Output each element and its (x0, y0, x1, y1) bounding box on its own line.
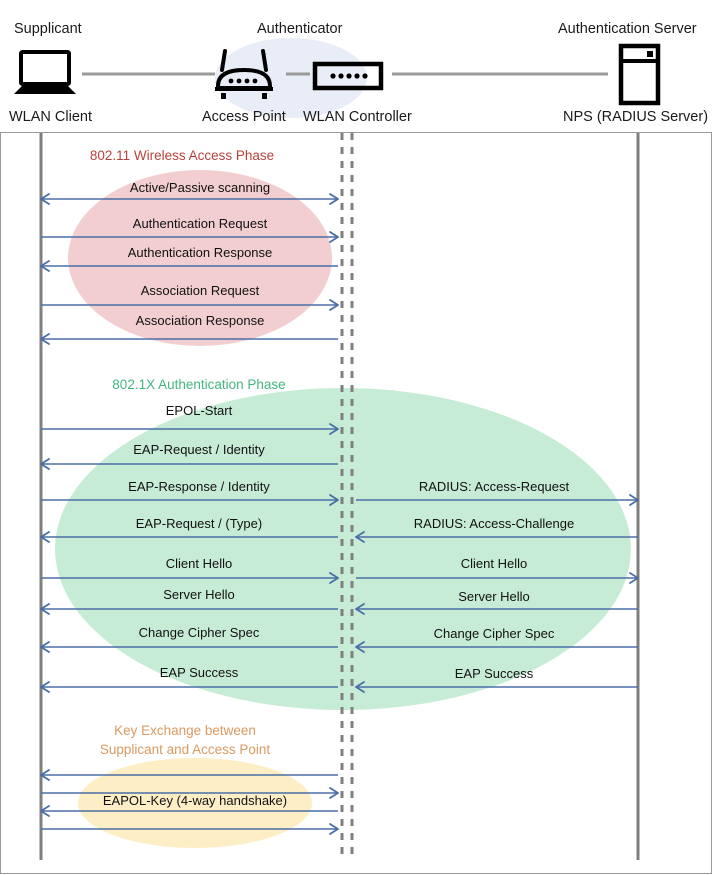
arrowhead (329, 423, 339, 435)
actor-device-wlan-client: WLAN Client (9, 109, 92, 125)
actor-role-supplicant: Supplicant (14, 21, 82, 37)
message-label-m19: EAP Success (455, 666, 534, 681)
message-m15 (355, 603, 638, 615)
arrowhead (629, 572, 639, 584)
message-m23 (41, 823, 339, 835)
message-m18 (40, 681, 338, 693)
message-label-m12: Client Hello (166, 556, 232, 571)
message-label-m8: EAP-Response / Identity (128, 479, 270, 494)
message-label-m7: EAP-Request / Identity (133, 442, 265, 457)
message-m8 (41, 494, 339, 506)
actor-device-access-point: Access Point (202, 109, 286, 125)
message-m20 (40, 769, 338, 781)
message-label-m10: EAP-Request / (Type) (136, 516, 262, 531)
authenticator-group-highlight (215, 38, 367, 118)
phase-label-key-exchange-phase: Key Exchange between (114, 723, 256, 738)
arrowhead (355, 531, 365, 543)
arrowhead (329, 787, 339, 799)
arrowhead (355, 641, 365, 653)
message-label-m18: EAP Success (160, 665, 239, 680)
arrowhead (40, 333, 50, 345)
message-label-m17: Change Cipher Spec (434, 626, 555, 641)
message-m5 (40, 333, 338, 345)
arrowhead (329, 231, 339, 243)
message-m2 (41, 231, 339, 243)
message-label-m9: RADIUS: Access-Request (419, 479, 570, 494)
arrowhead (40, 681, 50, 693)
arrowhead (329, 193, 339, 205)
arrowhead (355, 681, 365, 693)
actor-role-authentication-server: Authentication Server (558, 21, 697, 37)
actor-role-authenticator: Authenticator (257, 21, 343, 37)
message-label-m22: EAPOL-Key (4-way handshake) (103, 793, 287, 808)
message-m7 (40, 458, 338, 470)
message-m13 (356, 572, 639, 584)
message-m6 (41, 423, 339, 435)
message-label-m11: RADIUS: Access-Challenge (414, 516, 574, 531)
message-m12 (41, 572, 339, 584)
message-m11 (355, 531, 638, 543)
arrowhead (40, 769, 50, 781)
arrowhead (40, 641, 50, 653)
laptop-icon (14, 50, 76, 94)
phase-label-key-exchange-phase: Supplicant and Access Point (100, 742, 271, 757)
message-label-m6: EPOL-Start (166, 403, 233, 418)
message-label-m14: Server Hello (163, 587, 235, 602)
lifelines (39, 133, 640, 860)
controller-box-icon (312, 61, 384, 91)
phase-ellipse-authentication-phase (55, 388, 631, 710)
message-m21 (41, 787, 339, 799)
phase-ellipse-wireless-access-phase (68, 170, 332, 346)
actor-device-wlan-controller: WLAN Controller (303, 109, 412, 125)
arrowhead (329, 299, 339, 311)
arrowhead (40, 603, 50, 615)
phase-label-authentication-phase: 802.1X Authentication Phase (112, 377, 285, 392)
arrowhead (329, 572, 339, 584)
arrowhead (40, 260, 50, 272)
message-m1 (40, 193, 339, 205)
diagram-frame (0, 132, 712, 874)
message-arrow-group (40, 193, 639, 835)
message-m10 (40, 531, 338, 543)
message-m14 (40, 603, 338, 615)
phase-label-wireless-access-phase: 802.11 Wireless Access Phase (90, 148, 274, 163)
message-label-m1: Active/Passive scanning (130, 180, 270, 195)
message-label-m3: Authentication Response (128, 245, 273, 260)
message-m19 (355, 681, 638, 693)
arrowhead (629, 494, 639, 506)
arrowhead (355, 603, 365, 615)
arrowhead (40, 458, 50, 470)
message-label-m15: Server Hello (458, 589, 530, 604)
message-label-m16: Change Cipher Spec (139, 625, 260, 640)
phase-label-group: 802.11 Wireless Access Phase 802.1X Authe… (90, 148, 286, 757)
arrowhead (40, 805, 50, 817)
message-label-m4: Association Request (141, 283, 260, 298)
message-label-m2: Authentication Request (133, 216, 268, 231)
phase-ellipse-key-exchange-phase (78, 758, 312, 848)
message-m17 (355, 641, 638, 653)
message-label-m13: Client Hello (461, 556, 527, 571)
arrowhead (40, 193, 50, 205)
message-m4 (41, 299, 339, 311)
server-rack-icon (618, 43, 661, 106)
arrowhead (329, 823, 339, 835)
message-label-m5: Association Response (136, 313, 265, 328)
phase-ellipse-group (55, 170, 631, 848)
message-m3 (40, 260, 338, 272)
arrowhead (329, 494, 339, 506)
message-m22 (40, 805, 338, 817)
message-m9 (356, 494, 639, 506)
arrowhead (40, 531, 50, 543)
wireless-router-icon (215, 49, 273, 99)
message-m16 (40, 641, 338, 653)
actor-device-nps: NPS (RADIUS Server) (563, 109, 708, 125)
